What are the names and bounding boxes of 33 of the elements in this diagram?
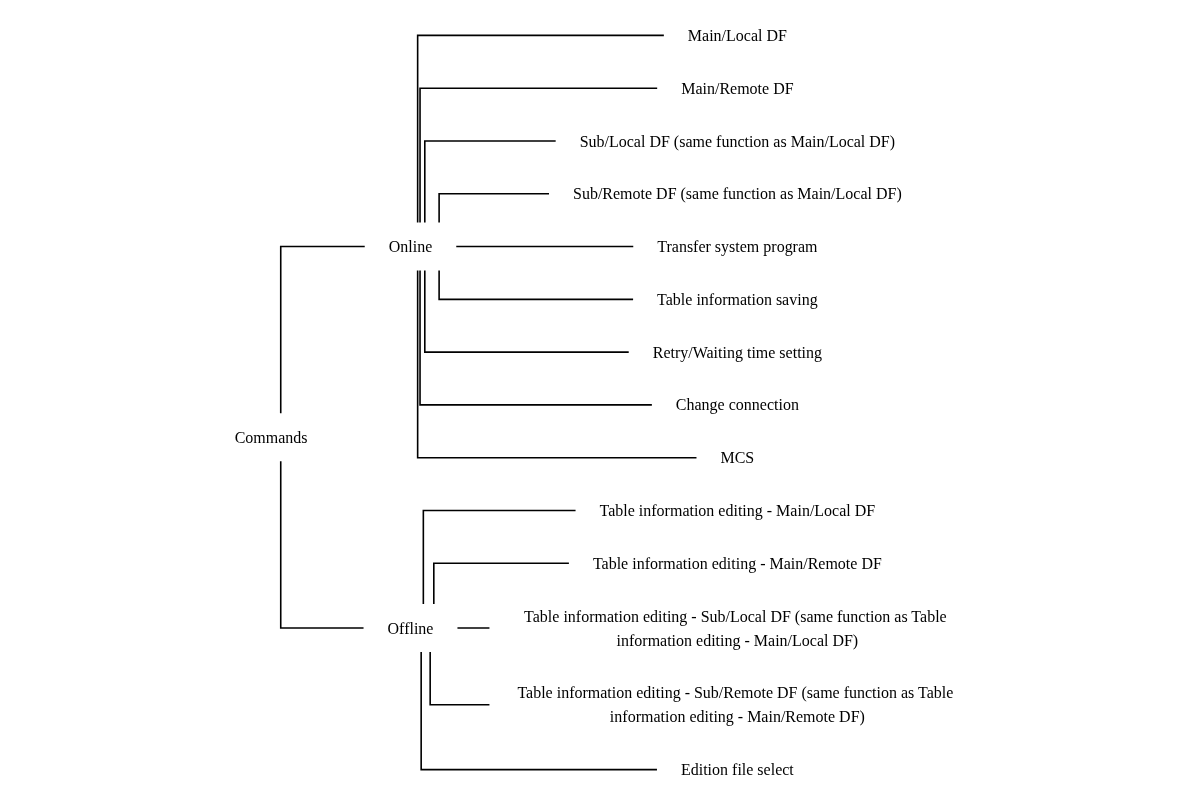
node-text: Main/Local DF — [687, 26, 787, 45]
connector — [429, 651, 491, 706]
connector — [419, 269, 653, 406]
connector — [416, 269, 698, 459]
connector — [424, 269, 630, 353]
node-text: Main/Remote DF — [681, 79, 794, 97]
connector — [456, 627, 491, 629]
node-text: Change connection — [675, 396, 799, 414]
node-text: Sub/Local DF (same function as Main/Local DF) — [579, 132, 896, 150]
node-text: Table information saving — [657, 290, 818, 309]
node-text: Table information editing - Main/Remote DF — [592, 554, 882, 573]
connector — [438, 192, 550, 224]
node-text: Transfer system program — [657, 237, 818, 256]
connector — [422, 509, 577, 605]
connector — [279, 245, 366, 415]
connector — [419, 87, 658, 224]
node-text: Table information editing - Main/Local DF — [599, 501, 876, 520]
connector — [416, 34, 665, 224]
connector — [279, 460, 365, 629]
node-text: Table information editing - Sub/Remote DF (same function as Table information editing - Main/Remote DF) — [517, 684, 954, 726]
node-text: Commands — [234, 428, 308, 447]
connector — [424, 140, 557, 224]
connector — [455, 245, 635, 248]
connector — [420, 651, 658, 771]
connector — [433, 562, 570, 605]
node-text: Table information editing - Sub/Local DF (same function as Table information editing - Main/Local DF) — [524, 607, 947, 649]
connector — [438, 269, 634, 301]
node-text: MCS — [720, 448, 755, 467]
node-text: Retry/Waiting time setting — [652, 343, 823, 361]
node-text: Online — [388, 237, 433, 256]
node-text: Edition file select — [680, 760, 794, 779]
node-text: Sub/Remote DF (same function as Main/Local DF) — [573, 184, 902, 203]
node-text: Offline — [387, 619, 434, 637]
